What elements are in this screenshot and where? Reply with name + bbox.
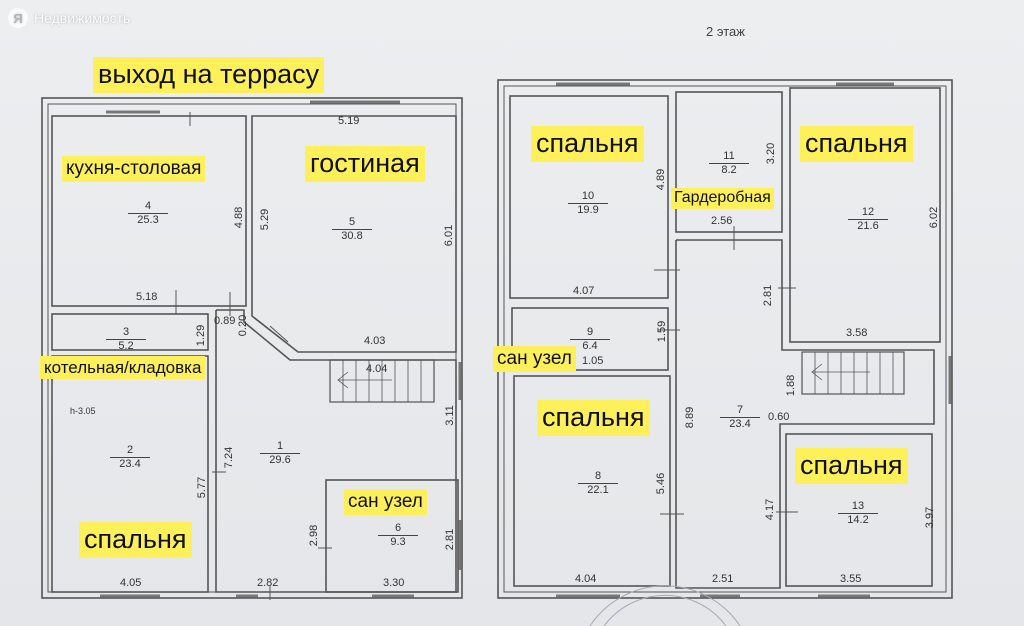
- dim-8-89: 8.89: [684, 406, 697, 429]
- dim-4-04-f2: 4.04: [575, 573, 597, 585]
- dim-0-20: 0.20: [237, 314, 250, 337]
- room-12-walls: [789, 87, 941, 343]
- room-13-walls: [785, 433, 933, 587]
- dim-2-82: 2.82: [257, 577, 279, 589]
- room-9-walls: [511, 307, 669, 371]
- watermark-text: Недвижимость: [34, 10, 131, 26]
- dim-7-24: 7.24: [223, 446, 236, 469]
- dim-6-01: 6.01: [443, 224, 456, 247]
- room-5-walls: [251, 115, 457, 353]
- dim-5-29: 5.29: [259, 208, 272, 231]
- dim-4-88: 4.88: [233, 206, 246, 229]
- dim-5-77: 5.77: [196, 476, 209, 499]
- floor2-title: 2 этаж: [706, 24, 745, 39]
- dim-3-30: 3.30: [383, 577, 405, 589]
- label-bathroom-floor1: сан узел: [344, 489, 427, 515]
- room-11-walls: [675, 91, 783, 233]
- dim-2-81-f2: 2.81: [762, 284, 775, 307]
- dim-4-04: 4.04: [366, 363, 388, 375]
- stairs-floor2: [801, 351, 905, 395]
- stamp-fragment: [589, 585, 741, 626]
- label-living-room: гостиная: [305, 146, 425, 182]
- dim-2-51: 2.51: [712, 573, 734, 585]
- dim-2-81-f1: 2.81: [444, 528, 457, 551]
- dim-1-29: 1.29: [195, 324, 208, 347]
- room-3-walls: [51, 313, 209, 351]
- dim-3-20: 3.20: [765, 142, 778, 165]
- label-terrace-exit: выход на террасу: [93, 57, 325, 93]
- dim-5-18: 5.18: [136, 291, 158, 303]
- dim-1-05: 1.05: [582, 355, 604, 367]
- dim-4-17: 4.17: [764, 498, 777, 521]
- room-4-walls: [51, 115, 247, 307]
- dim-6-02: 6.02: [928, 206, 941, 229]
- label-wardrobe: Гардеробная: [671, 188, 774, 209]
- label-bedroom-8: спальня: [537, 400, 650, 436]
- dim-5-46: 5.46: [655, 472, 668, 495]
- room-10-walls: [509, 95, 669, 299]
- dim-3-55: 3.55: [840, 573, 862, 585]
- watermark: Я Недвижимость: [8, 8, 130, 28]
- room-8-walls: [513, 375, 671, 587]
- dim-4-03: 4.03: [364, 335, 386, 347]
- label-bedroom-13: спальня: [795, 448, 908, 484]
- dim-4-07: 4.07: [573, 285, 595, 297]
- ceiling-height-note: h-3.05: [70, 406, 96, 416]
- label-bedroom-floor1: спальня: [79, 522, 192, 558]
- label-bedroom-10: спальня: [531, 126, 644, 162]
- dim-1-88: 1.88: [785, 374, 798, 397]
- dim-2-98: 2.98: [308, 524, 321, 547]
- floor2-outer-wall: [497, 79, 953, 599]
- dim-1-59: 1.59: [656, 320, 669, 343]
- dim-4-05: 4.05: [120, 577, 142, 589]
- dim-3-11: 3.11: [443, 405, 456, 426]
- label-bathroom-floor2: сан узел: [493, 346, 576, 372]
- room-6-walls: [325, 479, 459, 593]
- dim-4-89: 4.89: [655, 168, 668, 191]
- dim-0-89: 0.89: [214, 315, 236, 327]
- dim-2-56: 2.56: [711, 215, 733, 227]
- dim-0-60: 0.60: [768, 411, 790, 423]
- label-bedroom-12: спальня: [800, 126, 913, 162]
- floor1-outer-wall: [41, 97, 463, 599]
- dim-3-97: 3.97: [924, 506, 937, 529]
- dim-5-19: 5.19: [338, 115, 360, 127]
- label-boiler-storage: котельная/кладовка: [40, 356, 206, 379]
- room-7-walls: [675, 239, 935, 589]
- dim-3-58: 3.58: [846, 327, 868, 339]
- watermark-logo: Я: [8, 8, 28, 28]
- floor2-outer-wall-inner: [503, 85, 947, 593]
- label-kitchen: кухня-столовая: [62, 156, 206, 182]
